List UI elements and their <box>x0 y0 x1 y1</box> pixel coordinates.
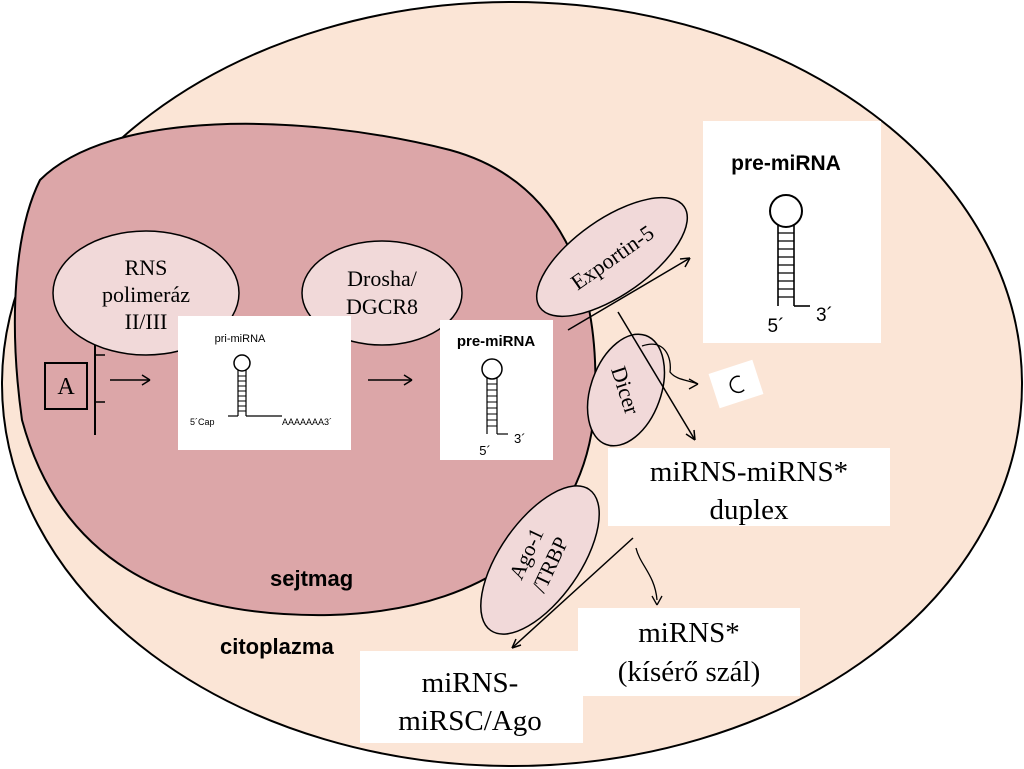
exportin-5-enzyme <box>535 196 689 318</box>
pri-mirna-panel <box>178 316 351 450</box>
rns-polymerase-label-3: II/III <box>125 309 168 334</box>
pri-mirna-tail: AAAAAAA3´ <box>282 417 332 427</box>
cytoplasm-label: citoplazma <box>220 634 334 659</box>
removed-loop-panel <box>708 359 764 409</box>
ago-trbp-enzyme <box>480 485 600 635</box>
gene-box-label: A <box>57 374 75 400</box>
passenger-strand-panel <box>578 608 800 696</box>
pri-mirna-cap: 5´Cap <box>190 417 215 427</box>
pre-mirna-cytoplasm-3: 3´ <box>816 305 833 326</box>
pri-mirna-title: pri-miRNA <box>215 333 266 345</box>
duplex-label-1: miRNS-miRNS* <box>650 456 848 488</box>
risc-panel <box>360 651 583 743</box>
risc-label-1: miRNS- <box>422 667 519 699</box>
pre-mirna-nucleus-3: 3´ <box>514 431 526 446</box>
rns-polymerase-label-1: RNS <box>125 255 168 280</box>
pre-mirna-cytoplasm-panel <box>703 121 881 343</box>
pre-mirna-cytoplasm-5: 5´ <box>768 316 785 337</box>
passenger-strand-label-1: miRNS* <box>638 617 740 649</box>
pre-mirna-cytoplasm-title: pre-miRNA <box>731 152 841 175</box>
duplex-label-2: duplex <box>710 494 789 526</box>
drosha-label-1: Drosha/ <box>347 266 418 291</box>
gene-box <box>44 362 88 410</box>
nucleus-label: sejtmag <box>270 566 353 591</box>
rns-polymerase-label-2: polimeráz <box>102 282 190 307</box>
drosha-label-2: DGCR8 <box>346 294 418 319</box>
risc-label-2: miRSC/Ago <box>398 705 541 737</box>
duplex-panel <box>608 448 890 526</box>
dicer-enzyme <box>586 333 666 447</box>
pre-mirna-nucleus-title: pre-miRNA <box>457 333 536 350</box>
passenger-strand-label-2: (kísérő szál) <box>618 656 761 688</box>
pre-mirna-nucleus-5: 5´ <box>479 443 491 458</box>
